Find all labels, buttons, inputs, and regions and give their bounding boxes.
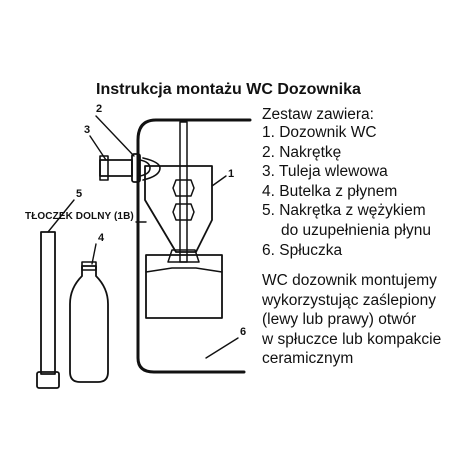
rod-valve [167,249,200,263]
kit-item: 2. Nakrętkę [262,143,342,161]
callout-5: 5 [76,188,83,200]
kit-item: 1. Dozownik WC [262,124,377,141]
kit-item-continued: do uzupełnienia płynu [281,221,431,239]
kit-list: 1. Dozownik WC 2. Nakrętkę 3. Tuleja wle… [262,123,467,260]
kit-heading: Zestaw zawiera: [262,106,374,123]
plunger-cap [36,371,60,389]
nut-thread-2 [142,157,161,181]
page-title: Instrukcja montażu WC Dozownika [96,81,361,98]
kit-item: 4. Butelka z płynem [262,182,398,200]
kit-item: 5. Nakrętka z wężykiem [262,202,426,220]
dispenser-rod [179,121,188,263]
leader-3 [89,135,107,161]
leader-5 [47,199,75,233]
installation-note: WC dozownik montujemy wykorzystując zaśl… [262,271,472,369]
note-line: wykorzystując zaślepiony [262,291,437,309]
callout-6: 6 [240,326,247,338]
dispenser-body [144,165,213,253]
callout-2: 2 [96,103,103,115]
callout-1: 1 [228,168,235,180]
note-line: ceramicznym [262,350,354,368]
float-funnel [145,267,223,273]
plunger-label: TŁOCZEK DOLNY (1B) [25,211,134,222]
leader-6 [205,337,239,359]
kit-item: 6. Spłuczka [262,241,343,259]
note-line: w spłuczce lub kompakcie [262,330,442,348]
fluid-bottle [69,265,109,383]
inlet-sleeve [99,159,133,177]
bottle-neck [81,261,97,271]
leader-1 [211,175,227,187]
nut-thread [139,159,151,177]
callout-4: 4 [98,232,105,244]
plunger-tube [40,231,56,375]
note-line: (lewy lub prawy) otwór [262,311,417,329]
callout-3: 3 [84,124,91,136]
inlet-sleeve-cap [99,155,109,181]
rod-joint-upper [172,179,195,197]
note-line: WC dozownik montujemy [262,272,437,289]
leader-4 [91,243,97,265]
cistern-outline [136,118,252,374]
leader-2 [95,115,135,157]
rod-joint-lower [172,203,195,221]
float-chamber [145,254,223,319]
kit-item: 3. Tuleja wlewowa [262,163,388,181]
